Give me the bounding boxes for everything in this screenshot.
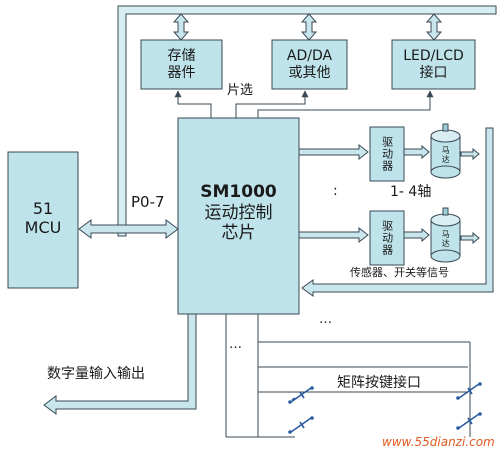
- ledlcd-label: LED/LCD 接口: [392, 40, 475, 89]
- dots-matrix-top: …: [319, 312, 332, 327]
- sm1000-line3: 芯片: [221, 223, 256, 244]
- motor-out-top: [460, 147, 480, 161]
- key-switch-dots: [288, 382, 482, 434]
- memory-box: [140, 39, 223, 90]
- driver-to-motor-top: [403, 144, 430, 160]
- driver-to-motor-bottom: [403, 227, 430, 243]
- ledlcd-line1: LED/LCD: [403, 47, 464, 64]
- sensor-feedback-arrow: [301, 127, 494, 297]
- top-bus-bar: [117, 5, 497, 237]
- mcu-label-line1: 51: [32, 198, 54, 218]
- sm1000-label: SM1000 运动控制 芯片: [178, 176, 299, 250]
- chip-select-label: 片选: [227, 83, 254, 98]
- mcu-box: [7, 151, 79, 289]
- motor-top-label: 马达: [441, 146, 451, 164]
- driver-top-box: [369, 126, 405, 182]
- chip-select-line-memory: [174, 90, 212, 118]
- p07-bus-arrow: [78, 219, 179, 239]
- chip-select-line-ledlcd: [257, 90, 434, 118]
- adda-line2: 或其他: [288, 64, 331, 81]
- digital-io-arrow: [43, 313, 197, 415]
- axes-label: 1- 4轴: [390, 184, 432, 200]
- motor-bottom: [430, 207, 461, 263]
- motor-bottom-label: 马达: [441, 230, 451, 248]
- memory-bus-arrow: [172, 13, 190, 41]
- ledlcd-bus-arrow: [425, 13, 443, 41]
- motor-out-bottom: [460, 231, 480, 245]
- matrix-label: 矩阵按键接口: [337, 375, 421, 391]
- dots-mid: :: [333, 183, 338, 199]
- dots-matrix-left: …: [229, 337, 242, 352]
- ledlcd-line2: 接口: [419, 64, 448, 81]
- mcu-label: 51 MCU: [8, 188, 78, 248]
- ledlcd-box: [391, 39, 476, 90]
- memory-line2: 器件: [167, 64, 196, 81]
- driver-bottom-label: 驱动器: [380, 220, 394, 256]
- driver-top-label: 驱动器: [380, 136, 394, 172]
- matrix-lines: [225, 314, 471, 438]
- bus-label: P0-7: [131, 193, 165, 211]
- adda-bus-arrow: [300, 13, 318, 41]
- sm1000-box: [177, 117, 300, 315]
- key-switches: [290, 383, 480, 433]
- sm1000-title: SM1000: [200, 182, 277, 203]
- digital-io-label: 数字量输入输出: [47, 366, 145, 382]
- sensors-label: 传感器、开关等信号: [350, 266, 449, 279]
- arrow-to-driver-top: [298, 143, 369, 161]
- chip-select-line-adda: [235, 90, 309, 118]
- arrow-to-driver-bottom: [298, 226, 369, 244]
- adda-box: [271, 39, 348, 90]
- watermark: www.55dianzi.com: [382, 435, 495, 449]
- adda-line1: AD/DA: [286, 47, 333, 64]
- sm1000-line2: 运动控制: [204, 202, 273, 223]
- memory-line1: 存储: [167, 47, 196, 64]
- driver-bottom-box: [369, 210, 405, 266]
- mcu-label-line2: MCU: [24, 218, 62, 237]
- memory-label: 存储 器件: [141, 40, 222, 89]
- adda-label: AD/DA 或其他: [272, 40, 347, 89]
- motor-top: [430, 123, 461, 179]
